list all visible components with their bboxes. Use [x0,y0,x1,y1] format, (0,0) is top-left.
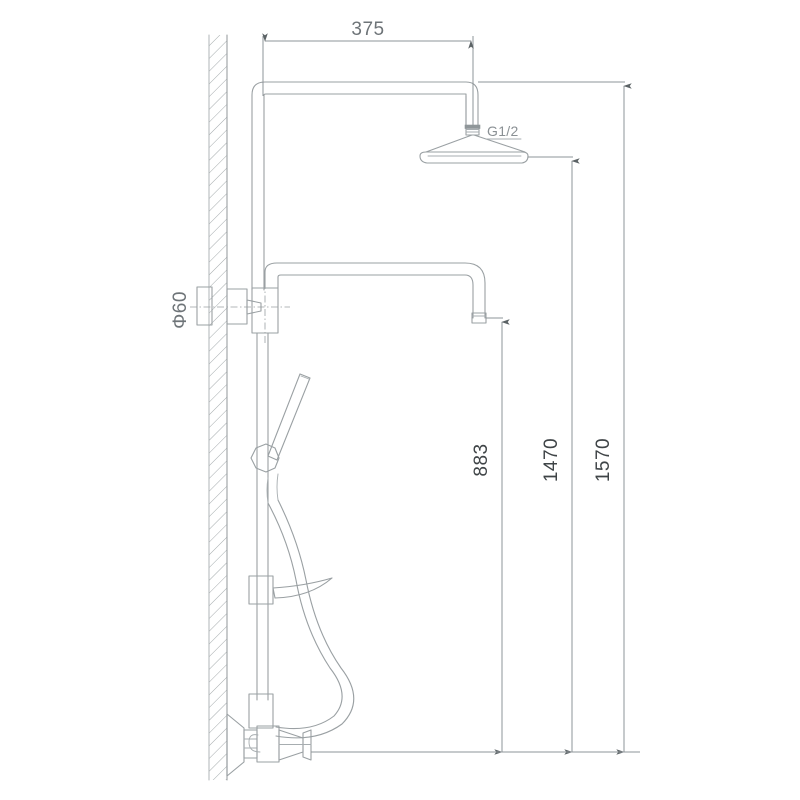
hand-shower-wand [267,373,311,461]
dimension-label-375: 375 [351,19,384,40]
slide-bar [256,332,269,701]
dimension-label-1470: 1470 [541,438,562,482]
rain-shower-head [419,134,529,164]
flexible-hose [266,473,355,739]
bath-spout-arm [264,262,487,324]
dimension-375 [262,33,474,127]
wall-section [208,34,228,781]
hand-shower-holder [250,443,280,473]
diverter-body [190,282,290,345]
thread-label: G1/2 [487,123,519,139]
riser-pipe [251,94,265,291]
slide-bar-bracket [248,575,333,605]
wall-hatching [209,35,227,780]
dimension-1570 [478,81,632,755]
dimension-1470 [528,156,580,755]
thread-annotation: G1/2 [485,123,522,140]
dimension-883 [486,317,510,755]
dimension-label-883: 883 [471,443,492,476]
diameter-label: Φ60 [170,291,191,329]
dimension-label-1570: 1570 [593,438,614,482]
mixer-valve [226,693,312,777]
rainfall-shower-arm [251,81,479,128]
